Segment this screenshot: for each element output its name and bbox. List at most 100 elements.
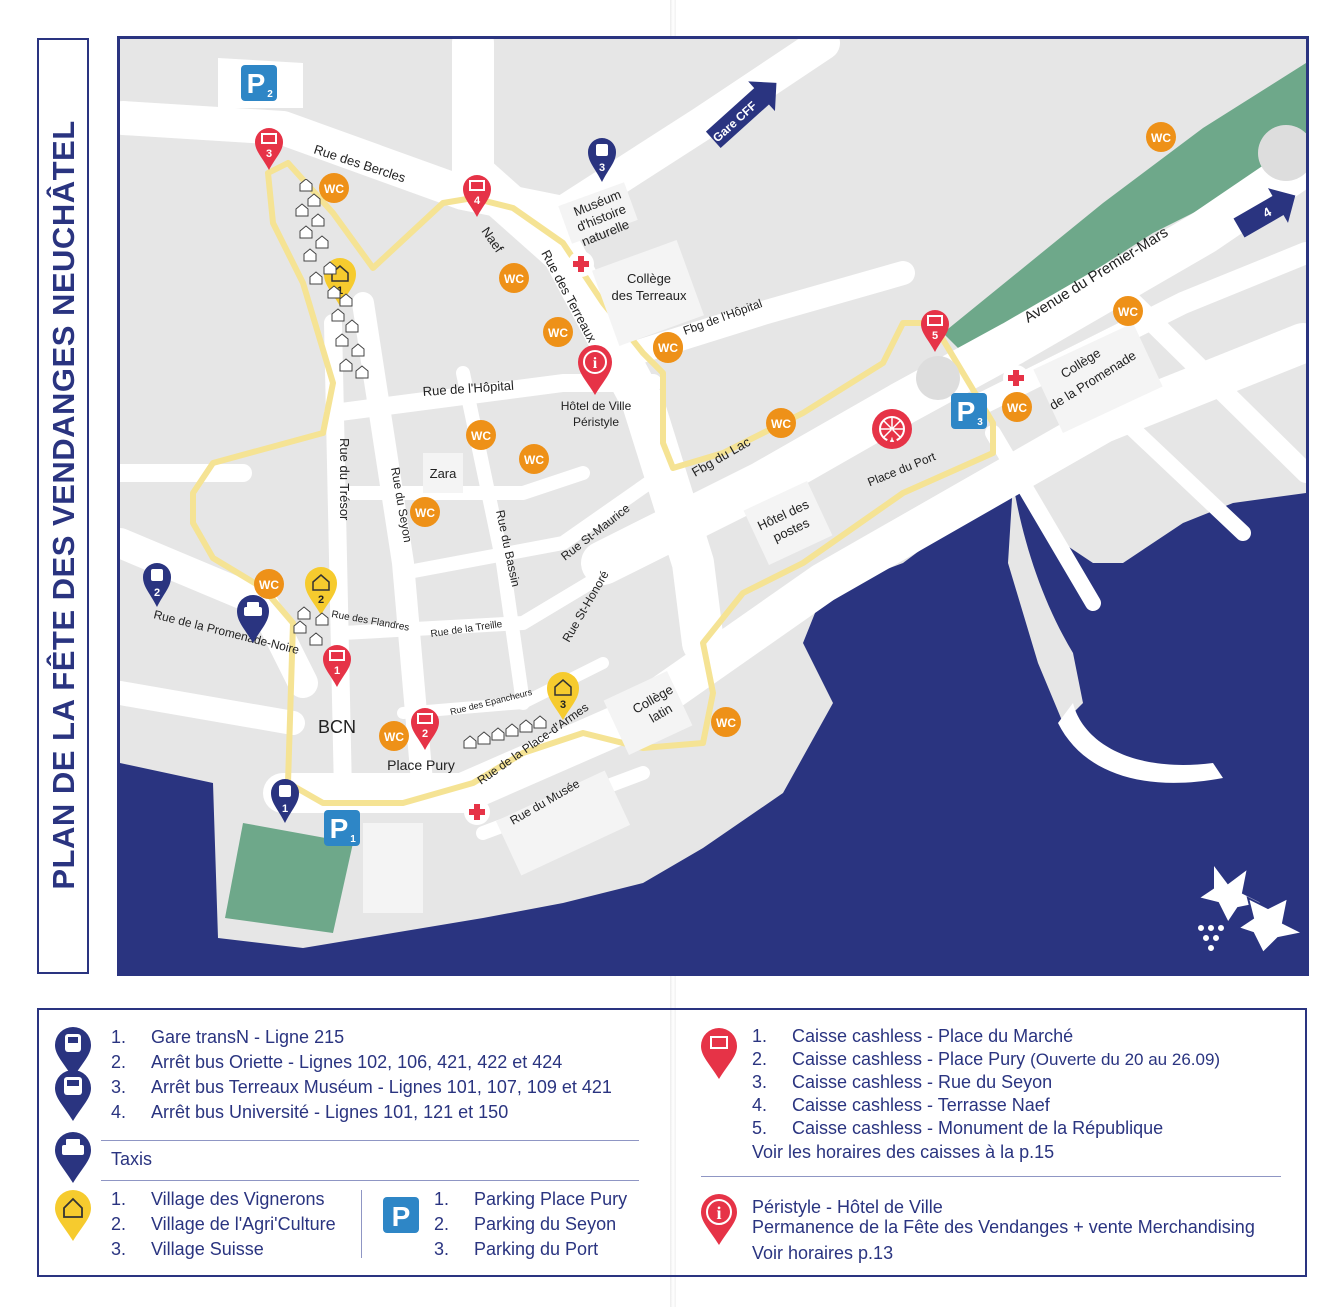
- parking-number: 3: [977, 417, 983, 428]
- village-chalets-2: [290, 604, 340, 664]
- legend-peristyle-note: Voir horaires p.13: [752, 1243, 894, 1263]
- road-st-maurice: [396, 466, 670, 580]
- legend-transport-1: 1. Gare transN - Ligne 215: [111, 1025, 344, 1050]
- legend-cashless-4: 4.Caisse cashless - Terrasse Naef: [752, 1093, 1050, 1118]
- wc-label: WC: [548, 326, 568, 340]
- cashless-pin-number: 4: [474, 195, 481, 207]
- cashless-pin-number: 2: [422, 728, 428, 740]
- port-pier-2: [1058, 703, 1223, 783]
- road-hopital: [324, 374, 662, 422]
- legend-village-1: 1.Village des Vignerons: [111, 1187, 324, 1212]
- legend-transport-3: 3. Arrêt bus Terreaux Muséum - Lignes 101…: [111, 1075, 612, 1100]
- wc-label: WC: [1151, 131, 1171, 145]
- train-pin-icon: [53, 1025, 93, 1084]
- city-map[interactable]: Rue des Bercles Naef Rue des Terreaux Ru…: [117, 36, 1309, 976]
- roundabout-east: [1258, 125, 1306, 181]
- label-hotel-ville-2: Péristyle: [573, 415, 619, 429]
- legend-num: 5.: [752, 1118, 768, 1138]
- svg-text:i: i: [716, 1203, 721, 1223]
- legend-num: 2.: [111, 1214, 127, 1234]
- road-epancheurs: [397, 657, 609, 719]
- wc-label: WC: [658, 341, 678, 355]
- legend-text: Parking Place Pury: [474, 1189, 628, 1209]
- legend-text: Gare transN - Ligne 215: [151, 1027, 345, 1047]
- bldg-latin: [603, 671, 693, 755]
- cashless-pin-number: 5: [932, 330, 938, 342]
- legend-text: Arrêt bus Terreaux Muséum - Lignes 101, …: [151, 1077, 612, 1097]
- legend-peristyle-sub: Permanence de la Fête des Vendanges + ve…: [752, 1217, 1255, 1237]
- bldg-zara: [423, 453, 463, 493]
- road-quai: [263, 323, 1306, 813]
- legend-transport-4: 4.Arrêt bus Université - Lignes 101, 121…: [111, 1100, 508, 1125]
- legend-num: 4.: [752, 1095, 768, 1115]
- legend-num: 3.: [111, 1239, 127, 1259]
- bus-pin-number: 3: [599, 162, 605, 174]
- legend-num: 2.: [752, 1049, 768, 1069]
- legend-parking-2: 2.Parking du Seyon: [434, 1212, 616, 1237]
- bldg-museum: [558, 182, 638, 244]
- legend-num: 3.: [434, 1239, 450, 1259]
- road-promenade: [1123, 293, 1306, 483]
- legend-transport-2: 2.Arrêt bus Oriette - Lignes 102, 106, 4…: [111, 1050, 562, 1075]
- title-frame: [37, 38, 89, 974]
- map-legend: P i 1.Gare transN - Ligne 215 2.Arrêt bu…: [37, 1008, 1307, 1277]
- legend-village-2: 2. Village de l'Agri'Culture: [111, 1212, 336, 1237]
- parking-number: 1: [350, 834, 356, 845]
- wc-label: WC: [524, 453, 544, 467]
- legend-divider: [101, 1180, 639, 1181]
- label-hopital: Rue de l'Hôpital: [422, 378, 514, 399]
- cashless-pin-number: 1: [334, 665, 340, 677]
- legend-cashless-2: 2. Caisse cashless - Place Pury (Ouverte …: [752, 1047, 1220, 1072]
- road-zara: [336, 466, 590, 500]
- legend-text: Caisse cashless - Place du Marché: [792, 1026, 1074, 1046]
- wc-label: WC: [1118, 305, 1138, 319]
- legend-cashless-5: 5. Caisse cashless - Monument de la Répub…: [752, 1116, 1163, 1141]
- legend-num: 2.: [111, 1052, 127, 1072]
- legend-num: 4.: [111, 1102, 127, 1122]
- legend-num: 3.: [111, 1077, 127, 1097]
- village-chalets-1: [290, 179, 390, 389]
- road-promenade-left: [120, 681, 305, 735]
- legend-num: 1.: [434, 1189, 450, 1209]
- wc-label: WC: [259, 578, 279, 592]
- legend-parking-3: 3. Parking du Port: [434, 1237, 598, 1262]
- legend-num: 1.: [752, 1026, 768, 1046]
- legend-taxis: Taxis: [111, 1149, 153, 1169]
- label-college-terreaux-2: des Terreaux: [612, 288, 687, 303]
- legend-text: Village de l'Agri'Culture: [151, 1214, 336, 1234]
- legend-num: 1.: [111, 1027, 127, 1047]
- village-pin-number: 3: [560, 699, 566, 711]
- legend-parking-1: 1. Parking Place Pury: [434, 1187, 627, 1212]
- parking-letter: P: [392, 1201, 411, 1232]
- legend-peristyle-title: Péristyle - Hôtel de Ville: [752, 1197, 943, 1217]
- bus-pin-number: 2: [154, 587, 160, 599]
- road-tresor: [324, 314, 352, 802]
- svg-text:i: i: [593, 355, 598, 372]
- legend-text: Village Suisse: [151, 1239, 264, 1259]
- bus-pin-number: 1: [282, 803, 288, 815]
- legend-text: Caisse cashless - Place Pury: [792, 1049, 1026, 1069]
- legend-num: 2.: [434, 1214, 450, 1234]
- legend-note: (Ouverte du 20 au 26.09): [1030, 1050, 1221, 1069]
- legend-village-3: 3. Village Suisse: [111, 1237, 264, 1262]
- wc-label: WC: [716, 716, 736, 730]
- bldg-south: [363, 823, 423, 913]
- road-r2: [985, 425, 1101, 611]
- wc-label: WC: [415, 506, 435, 520]
- bldg-musee: [495, 770, 631, 876]
- label-naef: Naef: [479, 224, 507, 255]
- parking-number: 2: [267, 89, 273, 100]
- legend-vertical-divider: [361, 1190, 362, 1258]
- legend-text: Caisse cashless - Monument de la Républi…: [792, 1118, 1164, 1138]
- vendanges-logo: [1195, 860, 1306, 955]
- legend-text: Caisse cashless - Rue du Seyon: [792, 1072, 1053, 1092]
- label-hotel-ville-1: Hôtel de Ville: [561, 399, 632, 413]
- lake: [120, 483, 1306, 973]
- legend-text: Parking du Port: [474, 1239, 599, 1259]
- parking-letter: P: [330, 813, 349, 844]
- festival-route: [190, 160, 996, 806]
- wc-label: WC: [324, 182, 344, 196]
- bldg-terreaux: [592, 240, 704, 346]
- village-chalets-3: [460, 711, 560, 751]
- cashless-pin-icon: [699, 1026, 739, 1085]
